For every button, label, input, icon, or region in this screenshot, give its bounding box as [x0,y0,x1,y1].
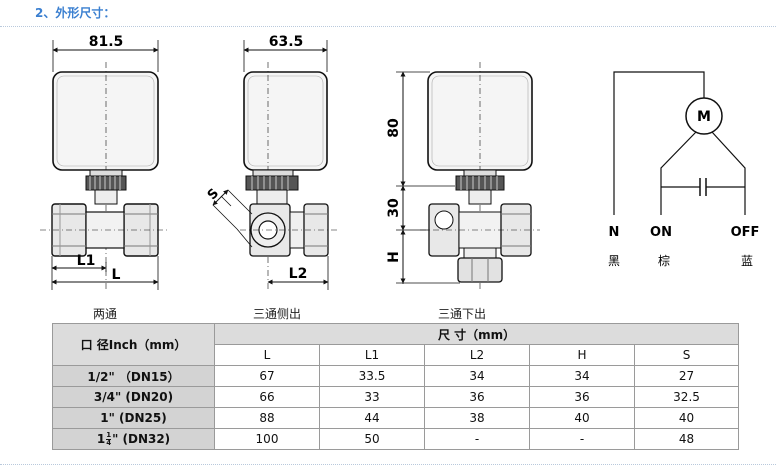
cell-value: 34 [424,365,530,387]
wire-color-black: 黑 [608,254,620,268]
cell-value: 38 [424,407,530,429]
col-header-s: S [633,344,740,366]
wire-color-brown: 棕 [658,253,670,268]
dimension-drawing: 81.5 L1 L 63.5 [40,34,760,292]
size-header: 口 径Inch（mm） [52,323,215,366]
motor-label: M [697,109,711,125]
cell-value: 88 [214,407,320,429]
cell-value: 33.5 [319,365,425,387]
two-way-valve-view: 81.5 L1 L [40,34,170,290]
dim-s: S [205,186,222,203]
actuator-body [52,71,159,171]
size-whole: 1 [96,431,106,446]
knurl-nut [245,175,299,191]
cell-value: 40 [529,407,635,429]
dim-h: H [386,251,402,263]
cell-value: 32.5 [633,386,740,408]
cell-value: 67 [214,365,320,387]
section-title: 2、外形尺寸： [35,6,116,20]
wire-on-label: ON [650,225,672,240]
dim-l2: L2 [289,266,308,282]
dim-l: L [112,267,121,283]
row-size: 3/4" (DN20) [52,386,215,408]
cell-value: 100 [214,428,320,450]
wire-color-blue: 蓝 [741,254,753,268]
cell-value: 27 [633,365,740,387]
cell-value: 36 [424,386,530,408]
wire-off-label: OFF [731,225,760,240]
caption-three-way-bottom: 三通下出 [438,307,487,321]
table-row: 3/4" (DN20) 66 33 36 36 32.5 [52,386,740,408]
three-way-bottom-valve-view: 80 30 H [386,62,540,292]
col-header-l: L [214,344,320,366]
cell-value: 40 [633,407,740,429]
cell-value: 36 [529,386,635,408]
caption-three-way-side: 三通侧出 [253,307,302,321]
cell-value: - [424,428,530,450]
actuator-body [243,71,328,171]
bottom-divider [0,464,776,465]
motor-symbol [685,97,723,135]
dimension-table: 口 径Inch（mm） 尺 寸（mm） L L1 L2 H S 1/2" （DN… [52,323,740,450]
row-size: 1/2" （DN15） [52,365,215,387]
table-row: 1/2" （DN15） 67 33.5 34 34 27 [52,365,740,387]
col-header-h: H [529,344,635,366]
dim-30: 30 [386,198,402,218]
dim-l1: L1 [77,253,96,269]
size-rest: " (DN32) [112,431,171,446]
dim-63-5: 63.5 [269,34,304,50]
row-size: 1" (DN25) [52,407,215,429]
cell-value: 48 [633,428,740,450]
title-divider [0,26,776,27]
wiring-diagram: M N ON OFF 黑 棕 蓝 [608,71,760,268]
cell-value: 33 [319,386,425,408]
cell-value: 44 [319,407,425,429]
cell-value: 50 [319,428,425,450]
dim-80: 80 [386,118,402,138]
cell-value: - [529,428,635,450]
dim-81-5: 81.5 [89,34,124,50]
dims-header: 尺 寸（mm） [213,323,740,345]
caption-two-way: 两通 [93,307,118,321]
col-header-l2: L2 [424,344,530,366]
three-way-side-valve-view: 63.5 19 S L2 [205,34,338,290]
cell-value: 34 [529,365,635,387]
wire-n-label: N [609,225,620,240]
col-header-l1: L1 [319,344,425,366]
cell-value: 66 [214,386,320,408]
table-row: 1" (DN25) 88 44 38 40 40 [52,407,740,429]
